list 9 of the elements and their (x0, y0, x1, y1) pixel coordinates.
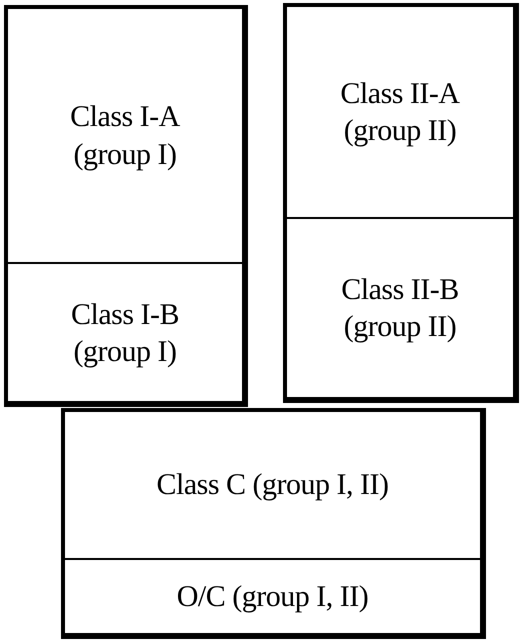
class-label: Class II-B (group II) (340, 272, 460, 345)
class-label: Class II-A (group II) (339, 76, 461, 149)
class-label: O/C (group I, II) (176, 578, 368, 615)
class-frame (61, 408, 486, 639)
class-label: Class C (group I, II) (156, 467, 388, 504)
class-label: Class I-B (group I) (70, 296, 180, 370)
class-frame (283, 3, 519, 403)
class-label: Class I-A (group I) (69, 99, 181, 172)
class-frame (4, 5, 248, 407)
